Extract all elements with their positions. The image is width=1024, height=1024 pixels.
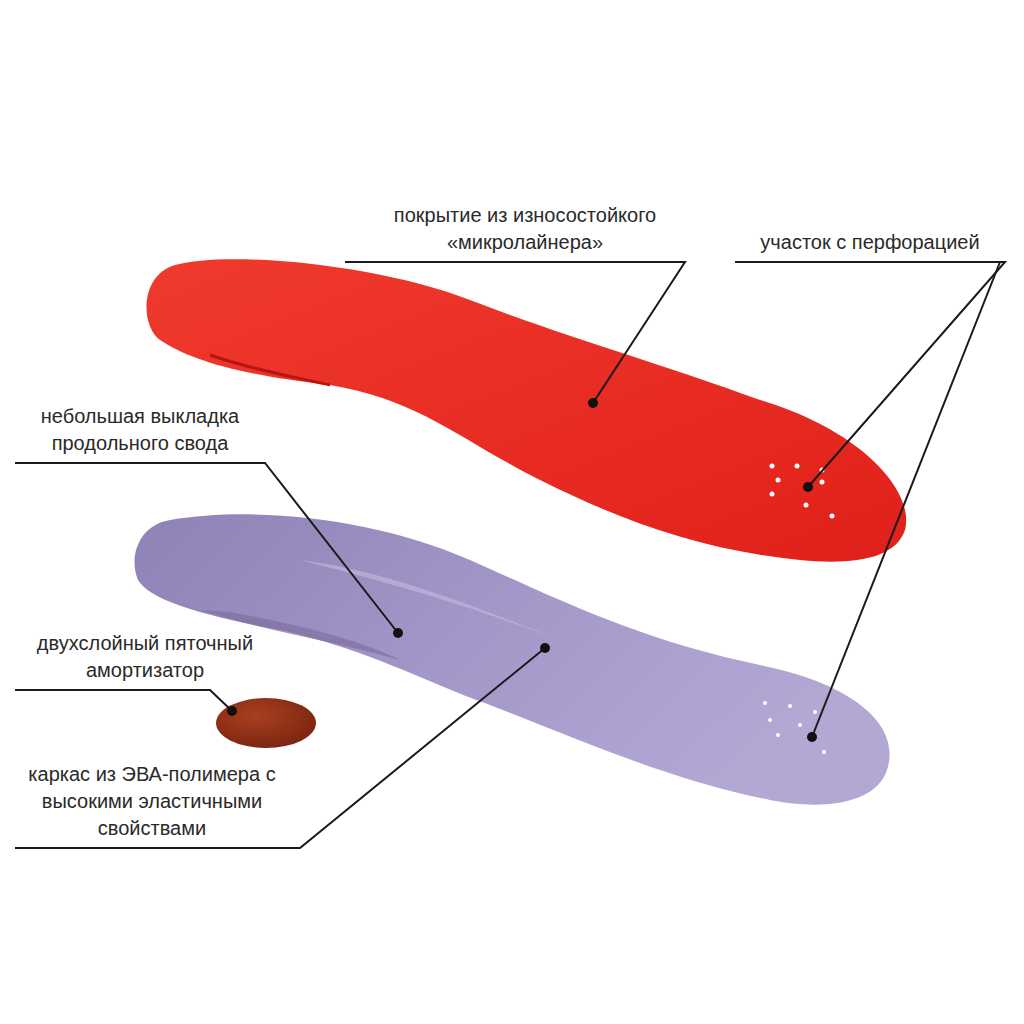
leader-dots	[227, 398, 817, 742]
heel-shock-absorber	[216, 698, 316, 748]
part-label: двухслойный пяточный амортизатор	[10, 630, 280, 684]
part-label: небольшая выкладка продольного свода	[10, 403, 270, 457]
purple-eva-frame	[135, 514, 890, 804]
leader-lines	[15, 262, 1005, 848]
part-label: участок с перфорацией	[725, 229, 1015, 256]
part-label: каркас из ЭВА-полимера с высокими эласти…	[7, 761, 297, 842]
part-label: покрытие из износостойкого «микролайнера…	[335, 202, 715, 256]
